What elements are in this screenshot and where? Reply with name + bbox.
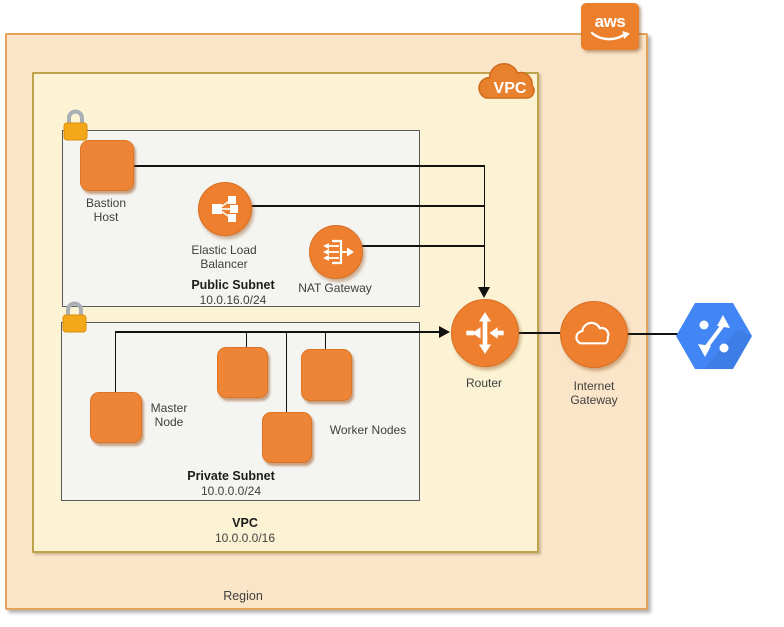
nat-to-trunk-line — [360, 245, 485, 247]
region-label: Region — [223, 589, 263, 603]
worker-nodes-label: Worker Nodes — [329, 423, 407, 437]
vpc-cloud-icon: VPC — [478, 63, 535, 99]
router-icon — [451, 299, 519, 367]
elb-glyph — [212, 196, 238, 222]
private-subnet-cidr: 10.0.0.0/24 — [200, 483, 262, 498]
worker-node-1-icon — [217, 347, 268, 398]
vpc-cidr: 10.0.0.0/16 — [214, 530, 276, 545]
public-subnet-cidr: 10.0.16.0/24 — [199, 292, 267, 307]
aws-logo: aws — [581, 3, 639, 50]
router-label: Router — [465, 376, 503, 390]
vpc-name: VPC — [232, 516, 258, 530]
bastion-host-label: Bastion Host — [85, 196, 127, 225]
external-network-hexagon-icon — [676, 303, 752, 369]
public-subnet-title: Public Subnet 10.0.16.0/24 — [170, 278, 296, 307]
public-subnet-padlock-icon — [63, 109, 88, 141]
nat-glyph — [323, 239, 354, 265]
aws-smile-icon — [590, 30, 630, 40]
bus-to-worker2-line — [285, 331, 288, 412]
elb-to-trunk-line — [249, 205, 485, 207]
vpc-title: VPC 10.0.0.0/16 — [182, 516, 308, 545]
aws-logo-text: aws — [594, 11, 626, 31]
bus-to-worker1-line — [245, 331, 248, 347]
vpc-cloud-badge: VPC — [474, 51, 550, 101]
internet-gateway-icon — [560, 301, 628, 368]
elastic-load-balancer-label: Elastic Load Balancer — [191, 243, 257, 272]
worker-node-2-icon — [262, 412, 312, 463]
private-subnet-padlock-icon — [62, 301, 87, 333]
private-subnet-title: Private Subnet 10.0.0.0/24 — [168, 469, 294, 498]
router-left-arrowhead — [439, 326, 450, 338]
internet-gateway-label: Internet Gateway — [570, 379, 618, 408]
public-subnet-name: Public Subnet — [191, 278, 275, 292]
router-top-arrowhead — [478, 287, 490, 298]
bus-to-master-line — [114, 331, 117, 392]
vpc-cloud-label: VPC — [494, 80, 527, 97]
internet-gateway-cloud-glyph — [575, 321, 610, 344]
bus-to-worker3-line — [324, 331, 327, 349]
worker-node-3-icon — [301, 349, 352, 401]
private-subnet-name: Private Subnet — [187, 469, 275, 483]
nat-gateway-icon — [309, 225, 363, 279]
router-to-igw-line — [517, 332, 560, 334]
igw-to-external-line — [626, 333, 682, 335]
private-bus-line — [115, 331, 440, 333]
master-node-icon — [90, 392, 142, 443]
elastic-load-balancer-icon — [198, 182, 252, 236]
router-glyph — [466, 312, 504, 354]
bastion-to-trunk-line — [132, 165, 485, 167]
master-node-label: Master Node — [150, 401, 188, 430]
bastion-host-icon — [80, 140, 134, 191]
trunk-to-router-line — [483, 165, 486, 288]
nat-gateway-label: NAT Gateway — [298, 281, 372, 295]
